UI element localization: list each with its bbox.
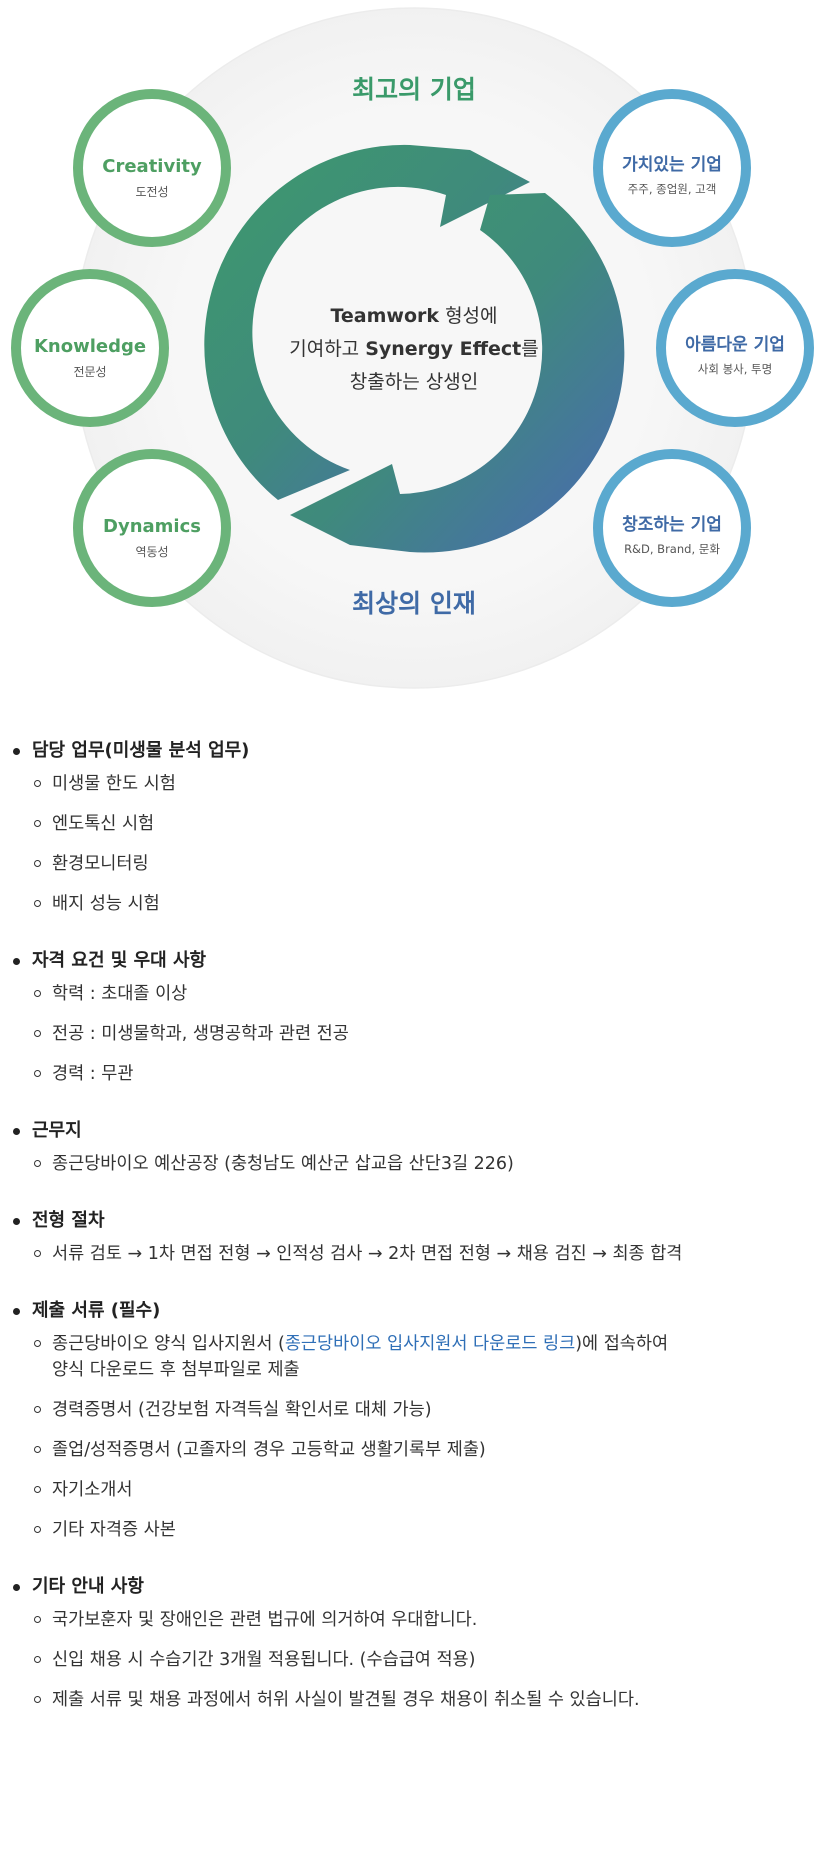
circle-valuable-company: 가치있는 기업 주주, 종업원, 고객 xyxy=(593,89,751,247)
list-item: 경력 : 무관 xyxy=(32,1061,835,1087)
center-line-1: Teamwork 형성에 xyxy=(330,305,497,327)
list-item: 배지 성능 시험 xyxy=(32,891,835,917)
section-location-title: 근무지 xyxy=(32,1120,82,1141)
list-item: 경력증명서 (건강보험 자격득실 확인서로 대체 가능) xyxy=(32,1397,835,1423)
circle-creativity-title: Creativity xyxy=(102,156,202,177)
section-duties: 담당 업무(미생물 분석 업무) 미생물 한도 시험 엔도톡신 시험 환경모니터… xyxy=(0,735,835,917)
circle-creativity-sub: 도전성 xyxy=(135,185,168,199)
section-other: 기타 안내 사항 국가보훈자 및 장애인은 관련 법규에 의거하여 우대합니다.… xyxy=(0,1571,835,1713)
list-item-application-form: 종근당바이오 양식 입사지원서 (종근당바이오 입사지원서 다운로드 링크)에 … xyxy=(32,1331,835,1383)
list-item: 엔도톡신 시험 xyxy=(32,811,835,837)
list-item: 제출 서류 및 채용 과정에서 허위 사실이 발견될 경우 채용이 취소될 수 … xyxy=(32,1687,835,1713)
list-item: 서류 검토 → 1차 면접 전형 → 인적성 검사 → 2차 면접 전형 → 채… xyxy=(32,1241,835,1267)
list-item: 기타 자격증 사본 xyxy=(32,1517,835,1543)
list-item: 환경모니터링 xyxy=(32,851,835,877)
circle-creative-company: 창조하는 기업 R&D, Brand, 문화 xyxy=(593,449,751,607)
documents-list: 종근당바이오 양식 입사지원서 (종근당바이오 입사지원서 다운로드 링크)에 … xyxy=(32,1331,835,1543)
list-item: 졸업/성적증명서 (고졸자의 경우 고등학교 생활기록부 제출) xyxy=(32,1437,835,1463)
section-process: 전형 절차 서류 검토 → 1차 면접 전형 → 인적성 검사 → 2차 면접 … xyxy=(0,1205,835,1267)
list-item: 학력 : 초대졸 이상 xyxy=(32,981,835,1007)
requirements-list: 학력 : 초대졸 이상 전공 : 미생물학과, 생명공학과 관련 전공 경력 :… xyxy=(32,981,835,1087)
circle-dynamics-sub: 역동성 xyxy=(135,545,168,559)
section-documents-title: 제출 서류 (필수) xyxy=(32,1300,161,1321)
circle-valuable-title: 가치있는 기업 xyxy=(622,155,722,175)
duties-list: 미생물 한도 시험 엔도톡신 시험 환경모니터링 배지 성능 시험 xyxy=(32,771,835,917)
other-list: 국가보훈자 및 장애인은 관련 법규에 의거하여 우대합니다. 신입 채용 시 … xyxy=(32,1607,835,1713)
upper-arrow xyxy=(204,144,530,500)
process-list: 서류 검토 → 1차 면접 전형 → 인적성 검사 → 2차 면접 전형 → 채… xyxy=(32,1241,835,1267)
job-posting-content: 담당 업무(미생물 분석 업무) 미생물 한도 시험 엔도톡신 시험 환경모니터… xyxy=(0,735,835,1741)
circle-valuable-sub: 주주, 종업원, 고객 xyxy=(628,182,717,196)
circle-knowledge: Knowledge 전문성 xyxy=(11,269,169,427)
list-item: 미생물 한도 시험 xyxy=(32,771,835,797)
circle-beautiful-sub: 사회 봉사, 투명 xyxy=(698,362,772,376)
section-requirements-title: 자격 요건 및 우대 사항 xyxy=(32,950,207,971)
center-line-3: 창출하는 상생인 xyxy=(350,371,478,393)
circle-knowledge-sub: 전문성 xyxy=(73,365,106,379)
list-item: 신입 채용 시 수습기간 3개월 적용됩니다. (수습급여 적용) xyxy=(32,1647,835,1673)
application-form-text-post: )에 접속하여 xyxy=(575,1334,669,1354)
section-duties-title: 담당 업무(미생물 분석 업무) xyxy=(32,740,250,761)
circle-beautiful-title: 아름다운 기업 xyxy=(685,335,785,355)
bottom-title: 최상의 인재 xyxy=(352,589,476,618)
lower-arrow xyxy=(290,193,625,553)
circle-creativity: Creativity 도전성 xyxy=(73,89,231,247)
circle-creative-title: 창조하는 기업 xyxy=(622,515,722,535)
circle-dynamics-title: Dynamics xyxy=(103,516,201,537)
application-form-text: 종근당바이오 양식 입사지원서 ( xyxy=(52,1334,285,1354)
section-requirements: 자격 요건 및 우대 사항 학력 : 초대졸 이상 전공 : 미생물학과, 생명… xyxy=(0,945,835,1087)
application-form-download-link[interactable]: 종근당바이오 입사지원서 다운로드 링크 xyxy=(284,1334,576,1354)
center-line-2: 기여하고 Synergy Effect를 xyxy=(289,338,539,360)
section-documents: 제출 서류 (필수) 종근당바이오 양식 입사지원서 (종근당바이오 입사지원서… xyxy=(0,1295,835,1543)
circle-creative-sub: R&D, Brand, 문화 xyxy=(624,542,720,556)
circle-beautiful-company: 아름다운 기업 사회 봉사, 투명 xyxy=(656,269,814,427)
list-item: 국가보훈자 및 장애인은 관련 법규에 의거하여 우대합니다. xyxy=(32,1607,835,1633)
top-title: 최고의 기업 xyxy=(352,75,476,104)
section-location: 근무지 종근당바이오 예산공장 (충청남도 예산군 삽교읍 산단3길 226) xyxy=(0,1115,835,1177)
application-form-text-line2: 양식 다운로드 후 첨부파일로 제출 xyxy=(52,1360,300,1380)
list-item: 자기소개서 xyxy=(32,1477,835,1503)
circle-dynamics: Dynamics 역동성 xyxy=(73,449,231,607)
list-item: 종근당바이오 예산공장 (충청남도 예산군 삽교읍 산단3길 226) xyxy=(32,1151,835,1177)
section-process-title: 전형 절차 xyxy=(32,1210,105,1231)
sections-list: 담당 업무(미생물 분석 업무) 미생물 한도 시험 엔도톡신 시험 환경모니터… xyxy=(0,735,835,1713)
location-list: 종근당바이오 예산공장 (충청남도 예산군 삽교읍 산단3길 226) xyxy=(32,1151,835,1177)
list-item: 전공 : 미생물학과, 생명공학과 관련 전공 xyxy=(32,1021,835,1047)
cycle-arrows xyxy=(204,144,625,553)
circle-knowledge-title: Knowledge xyxy=(34,336,146,357)
talent-diagram: 최고의 기업 최상의 인재 Teamwork 형성에 기여하고 Synergy … xyxy=(11,7,814,689)
section-other-title: 기타 안내 사항 xyxy=(32,1576,144,1597)
